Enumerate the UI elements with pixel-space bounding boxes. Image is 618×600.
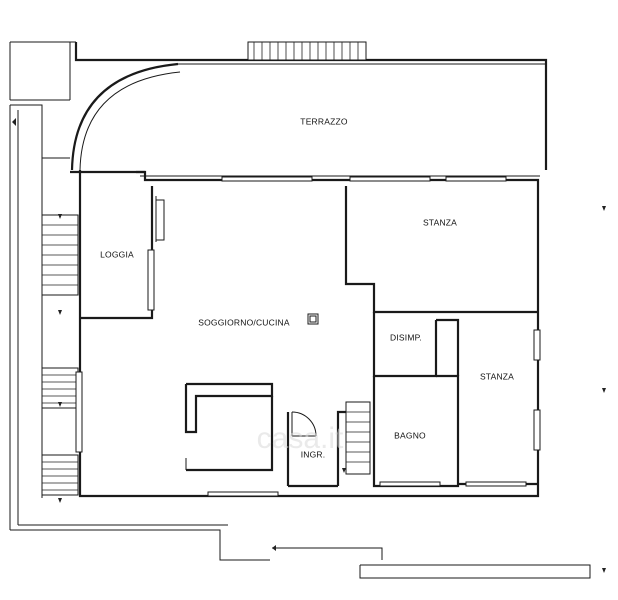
label-stanza-2: STANZA	[480, 371, 514, 381]
label-ingr: INGR.	[301, 449, 326, 459]
building-walls	[12, 118, 606, 573]
terrace-outline	[9, 41, 548, 171]
watermark: casa.it	[257, 422, 344, 455]
label-bagno: BAGNO	[394, 430, 426, 440]
label-stanza-1: STANZA	[423, 217, 457, 227]
label-disimp: DISIMP.	[390, 332, 422, 342]
label-terrazzo: TERRAZZO	[300, 116, 348, 126]
stairs-top	[247, 41, 367, 61]
label-soggiorno-cucina: SOGGIORNO/CUCINA	[198, 317, 290, 327]
label-loggia: LOGGIA	[100, 249, 134, 259]
